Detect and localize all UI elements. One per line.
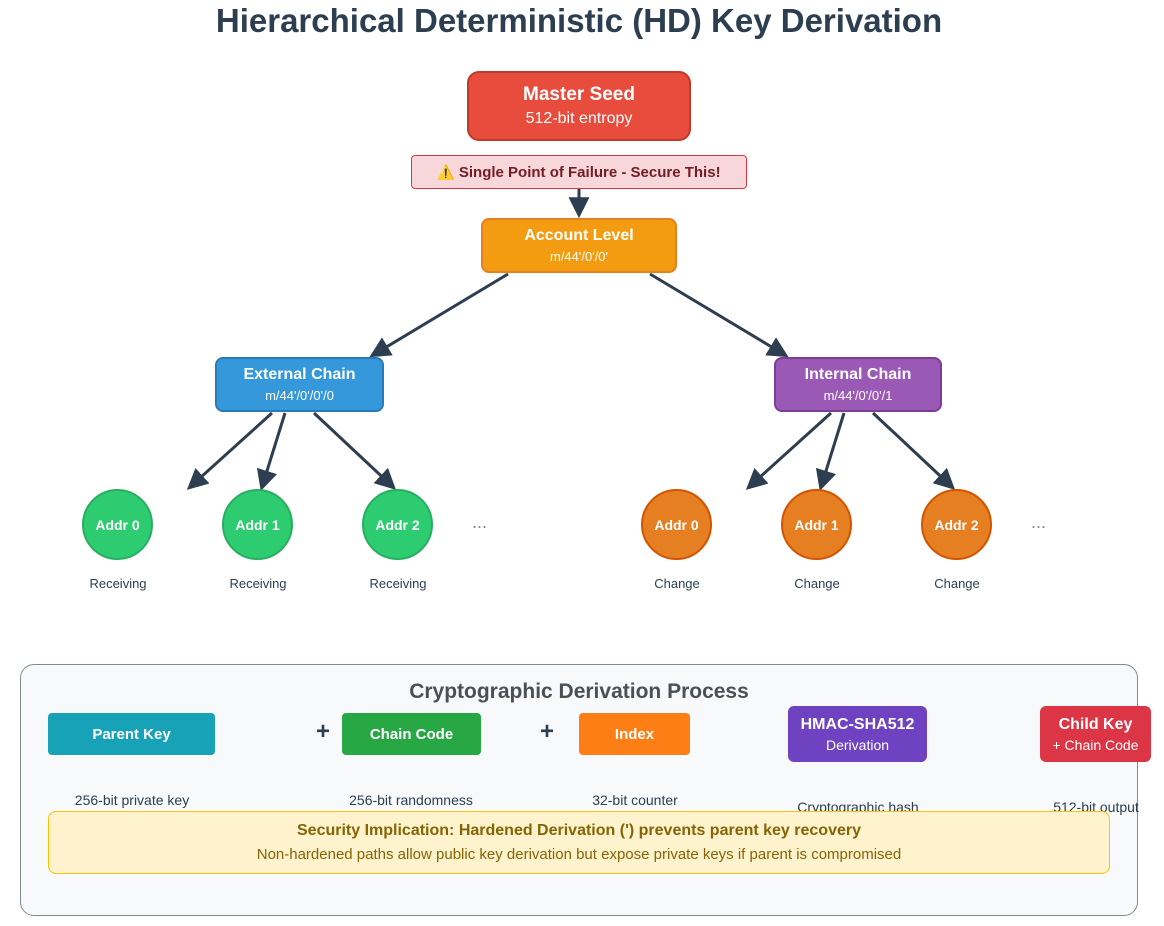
plus-sign: + (540, 718, 555, 745)
plus-sign: + (316, 718, 331, 745)
master-seed-subtitle: 512-bit entropy (525, 110, 633, 127)
parent-key-caption: 256-bit private key (74, 792, 190, 808)
arrow-account-internal (649, 272, 789, 358)
page-title: Hierarchical Deterministic (HD) Key Deri… (215, 2, 943, 39)
addr-label: Addr 1 (794, 516, 839, 533)
arrow-internal-addr2 (871, 411, 956, 490)
internal-more: ... (1031, 512, 1047, 532)
external-addr-1: Addr 1 (222, 489, 293, 560)
internal-addr-2: Addr 2 (921, 489, 992, 560)
addr-label: Addr 1 (235, 516, 280, 533)
account-level-node: Account Level m/44'/0'/0' (481, 218, 677, 273)
security-title: Security Implication: Hardened Derivatio… (297, 822, 861, 839)
index-caption: 32-bit counter (592, 792, 678, 808)
external-chain-path: m/44'/0'/0'/0 (265, 388, 334, 403)
master-seed-node: Master Seed 512-bit entropy (467, 71, 691, 141)
external-chain-title: External Chain (243, 366, 356, 383)
hmac-box: HMAC-SHA512 Derivation (788, 706, 927, 762)
internal-addr-0-caption: Change (654, 576, 700, 591)
internal-chain-path: m/44'/0'/0'/1 (823, 388, 893, 403)
external-addr-2-caption: Receiving (369, 576, 427, 591)
addr-label: Addr 0 (95, 516, 140, 533)
arrow-internal-addr0 (745, 411, 833, 490)
warning-text: Single Point of Failure - Secure This! (458, 163, 721, 181)
addr-label: Addr 2 (375, 516, 420, 533)
child-key-box: Child Key + Chain Code (1040, 706, 1151, 762)
parent-key-label: Parent Key (92, 725, 171, 743)
account-level-path: m/44'/0'/0' (549, 249, 609, 264)
external-more: ... (472, 512, 488, 532)
external-addr-1-caption: Receiving (229, 576, 287, 591)
arrow-external-addr0 (186, 411, 274, 490)
warning-banner: ⚠️ Single Point of Failure - Secure This… (411, 155, 747, 189)
parent-key-box: Parent Key (48, 713, 215, 755)
security-implication-box: Security Implication: Hardened Derivatio… (48, 811, 1110, 874)
chain-code-box: Chain Code (342, 713, 481, 755)
arrow-external-addr1 (256, 412, 287, 492)
chain-code-caption: 256-bit randomness (349, 792, 473, 808)
external-chain-node: External Chain m/44'/0'/0'/0 (215, 357, 384, 412)
account-level-title: Account Level (524, 227, 634, 244)
external-addr-0-caption: Receiving (89, 576, 147, 591)
arrow-account-external (369, 272, 509, 358)
index-label: Index (614, 725, 655, 743)
addr-label: Addr 2 (934, 516, 979, 533)
internal-addr-1: Addr 1 (781, 489, 852, 560)
child-key-subtitle: + Chain Code (1052, 736, 1139, 753)
internal-addr-1-caption: Change (794, 576, 840, 591)
arrow-internal-addr1 (815, 412, 846, 492)
security-text: Non-hardened paths allow public key deri… (256, 846, 902, 863)
process-title: Cryptographic Derivation Process (409, 680, 749, 703)
external-addr-0: Addr 0 (82, 489, 153, 560)
internal-chain-title: Internal Chain (804, 366, 912, 383)
arrow-external-addr2 (312, 411, 397, 490)
index-box: Index (579, 713, 690, 755)
chain-code-label: Chain Code (369, 725, 454, 743)
warning-icon: ⚠️ (437, 163, 455, 180)
hmac-title: HMAC-SHA512 (800, 715, 915, 733)
child-key-title: Child Key (1058, 715, 1133, 733)
internal-addr-2-caption: Change (934, 576, 980, 591)
internal-chain-node: Internal Chain m/44'/0'/0'/1 (774, 357, 942, 412)
hmac-subtitle: Derivation (825, 736, 890, 753)
derivation-process-panel (20, 664, 1138, 916)
internal-addr-0: Addr 0 (641, 489, 712, 560)
addr-label: Addr 0 (654, 516, 699, 533)
master-seed-title: Master Seed (523, 84, 635, 105)
external-addr-2: Addr 2 (362, 489, 433, 560)
